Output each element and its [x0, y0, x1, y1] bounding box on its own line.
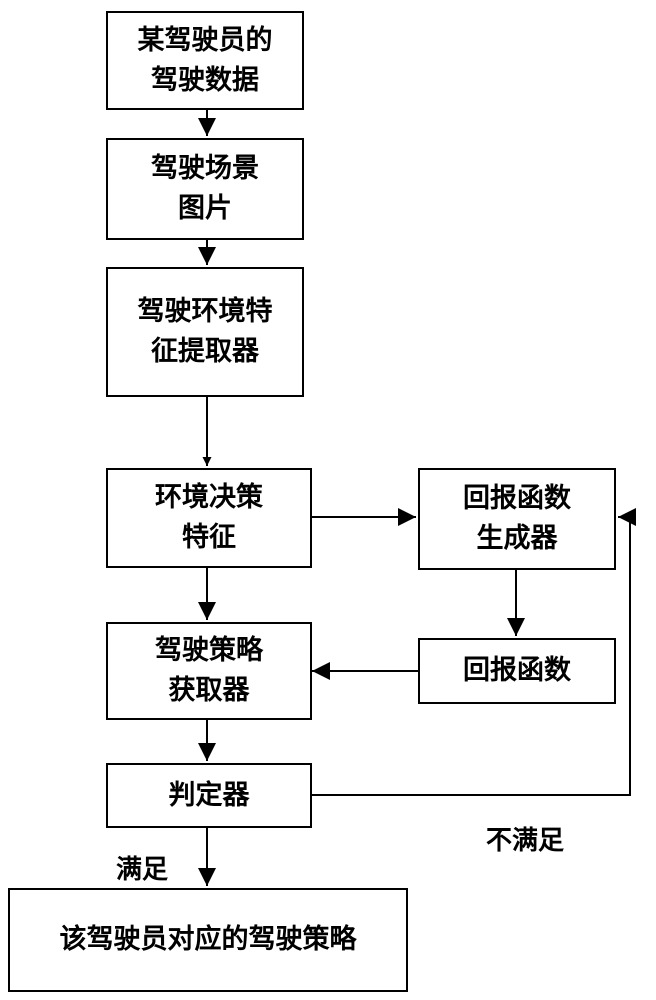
policy-acquirer-line-1: 驾驶策略: [155, 635, 263, 666]
env-feature-extractor-line-2: 征提取器: [151, 336, 259, 367]
env-feature-extractor-box: 驾驶环境特 征提取器: [106, 267, 304, 397]
scene-images-line-1: 驾驶场景: [151, 153, 259, 184]
reward-function-generator-line-2: 生成器: [476, 523, 558, 554]
reward-function-generator-line-1: 回报函数: [463, 483, 571, 514]
env-decision-features-box: 环境决策 特征: [106, 468, 312, 568]
reward-function-generator-box: 回报函数 生成器: [418, 468, 616, 570]
driving-data-box: 某驾驶员的 驾驶数据: [106, 11, 304, 110]
judge-line-1: 判定器: [168, 779, 250, 811]
reward-function-box: 回报函数: [418, 638, 616, 704]
driver-policy-line-1: 该驾驶员对应的驾驶策略: [59, 924, 357, 955]
env-decision-features-line-2: 特征: [182, 522, 236, 553]
satisfied-label: 满足: [116, 855, 169, 885]
not-satisfied-label: 不满足: [486, 826, 565, 856]
policy-acquirer-line-2: 获取器: [168, 675, 250, 706]
env-decision-features-line-1: 环境决策: [155, 482, 263, 513]
scene-images-line-2: 图片: [178, 193, 232, 224]
scene-images-box: 驾驶场景 图片: [106, 138, 304, 240]
reward-function-line-1: 回报函数: [463, 655, 571, 686]
env-feature-extractor-line-1: 驾驶环境特: [137, 296, 273, 327]
arrow-judge-feedback-to-generator: [312, 508, 636, 796]
driving-data-line-2: 驾驶数据: [151, 64, 259, 96]
driver-policy-box: 该驾驶员对应的驾驶策略: [8, 888, 408, 992]
judge-box: 判定器: [106, 763, 312, 828]
policy-acquirer-box: 驾驶策略 获取器: [106, 622, 312, 720]
driving-data-line-1: 某驾驶员的: [137, 24, 273, 56]
